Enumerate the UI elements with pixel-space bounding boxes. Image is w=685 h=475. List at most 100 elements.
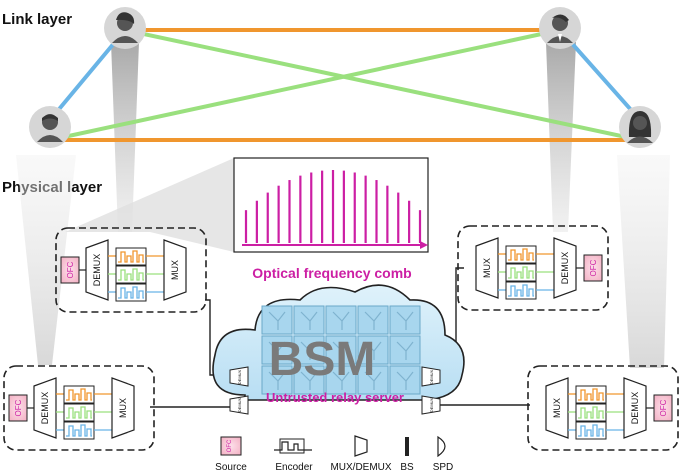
node-top-right[interactable]: MUX DEMUX OFC (457, 225, 609, 311)
legend-spd-label: SPD (433, 462, 454, 473)
ofc-label: OFC (659, 399, 668, 416)
link-blue-right (558, 28, 642, 122)
cloud-demux-label-2: DEMUX (237, 397, 242, 412)
legend-muxdemux: MUX/DEMUX (330, 435, 392, 473)
cloud-demux-right-bottom: DEMUX (421, 395, 441, 415)
cloud-demux-label-4: DEMUX (429, 397, 434, 412)
cloud-demux-right-top: DEMUX (421, 366, 441, 387)
relay-subtitle: Untrusted relay server (266, 390, 404, 405)
mux-trapezoid (475, 237, 499, 299)
bsm-cell-detector (268, 371, 286, 390)
bsm-cell (261, 335, 293, 365)
relay-title: BSM (269, 333, 376, 386)
demux-trapezoid (623, 377, 647, 439)
user-avatar-bottom-right[interactable] (619, 106, 661, 148)
bsm-cell-detector (396, 341, 414, 360)
encoder-pulse (578, 406, 604, 419)
node-boundary (527, 365, 679, 451)
cloud-demux-label-3: DEMUX (429, 369, 434, 384)
bsm-cell-detector (300, 311, 318, 330)
encoder-pulse (118, 286, 144, 299)
link-blue-left (48, 28, 127, 122)
legend-encoder-label: Encoder (275, 462, 313, 473)
bsm-cell-detector (364, 371, 382, 390)
cloud-demux-left-bottom: DEMUX (229, 395, 249, 415)
legend: OFC Source Encoder MUX/DEMUX BS SPD (215, 435, 454, 473)
mux-label: MUX (482, 258, 492, 278)
node-bottom-right[interactable]: MUX DEMUX OFC (527, 365, 679, 451)
encoder-pulse (578, 424, 604, 437)
bsm-cell-detector (268, 341, 286, 360)
demux-label: DEMUX (630, 392, 640, 425)
demux-trapezoid (553, 237, 577, 299)
link-green-diagonal-1 (123, 28, 642, 142)
beam-top-left (111, 42, 139, 232)
bsm-cell-detector (364, 311, 382, 330)
encoder-pulse (118, 268, 144, 281)
mux-label: MUX (118, 398, 128, 418)
node-boundary (3, 365, 155, 451)
bsm-cell-detector (300, 371, 318, 390)
node-bottom-left[interactable]: OFC DEMUX MUX (3, 365, 155, 451)
demux-label: DEMUX (560, 252, 570, 285)
ofc-source (583, 254, 603, 282)
comb-axis-arrow (420, 241, 428, 249)
legend-ofc-icon-text: OFC (227, 439, 233, 452)
user-avatar-top-left[interactable] (104, 7, 146, 49)
mux-trapezoid (163, 239, 187, 301)
bsm-cell-detector (396, 371, 414, 390)
bsm-cell-detector (332, 341, 350, 360)
legend-bs-label: BS (400, 462, 414, 473)
zoom-wedge (65, 158, 234, 252)
demux-label: DEMUX (40, 392, 50, 425)
bsm-cell-detector (332, 371, 350, 390)
cloud-demux-left-top: DEMUX (229, 366, 249, 387)
beam-bottom-left (16, 155, 76, 365)
ofc-source (653, 394, 673, 422)
legend-bs: BS (400, 437, 414, 473)
projection-beams (16, 42, 670, 368)
encoder-pulse (66, 388, 92, 401)
user-avatar-top-right[interactable] (539, 7, 581, 49)
beam-bottom-right (617, 155, 670, 368)
cloud-demux-label-1: DEMUX (237, 369, 242, 384)
encoder-pulse (508, 248, 534, 261)
link-layer-label: Link layer (2, 11, 72, 28)
bsm-cell-detector (364, 341, 382, 360)
legend-spd: SPD (433, 435, 454, 473)
physical-nodes: OFC DEMUX MUX MUX DEMUX OFC OFC DEMUX MUX MUX DEMU… (3, 225, 679, 451)
link-green-diagonal-2 (48, 28, 562, 142)
demux-trapezoid (33, 377, 57, 439)
mux-label: MUX (170, 260, 180, 280)
ofc-label: OFC (66, 261, 75, 278)
legend-source: OFC Source (215, 436, 247, 473)
bsm-cell (389, 365, 421, 395)
bsm-cell-detector (300, 341, 318, 360)
demux-label: DEMUX (92, 254, 102, 287)
mux-trapezoid (545, 377, 569, 439)
encoder-pulse (508, 284, 534, 297)
legend-muxdemux-label: MUX/DEMUX (330, 462, 391, 473)
encoder-pulse (66, 406, 92, 419)
demux-trapezoid (85, 239, 109, 301)
comb-panel (233, 157, 429, 253)
user-avatar-bottom-left[interactable] (29, 106, 71, 148)
mux-label: MUX (552, 398, 562, 418)
bsm-cell-detector (332, 311, 350, 330)
bsm-grid (261, 305, 421, 395)
node-top-left[interactable]: OFC DEMUX MUX (55, 227, 207, 313)
ofc-label: OFC (14, 399, 23, 416)
link-layer-links (48, 28, 642, 142)
comb-lines (244, 170, 422, 243)
encoder-pulse (118, 250, 144, 263)
mux-trapezoid (111, 377, 135, 439)
relay-cloud: BSM Untrusted relay server DEMUX DEMUX D… (212, 284, 465, 415)
encoder-pulse (578, 388, 604, 401)
comb-frame (233, 157, 429, 253)
encoder-pulse (66, 424, 92, 437)
legend-encoder: Encoder (274, 438, 313, 473)
node-boundary (55, 227, 207, 313)
bsm-cell (357, 305, 389, 335)
ofc-label: OFC (589, 259, 598, 276)
